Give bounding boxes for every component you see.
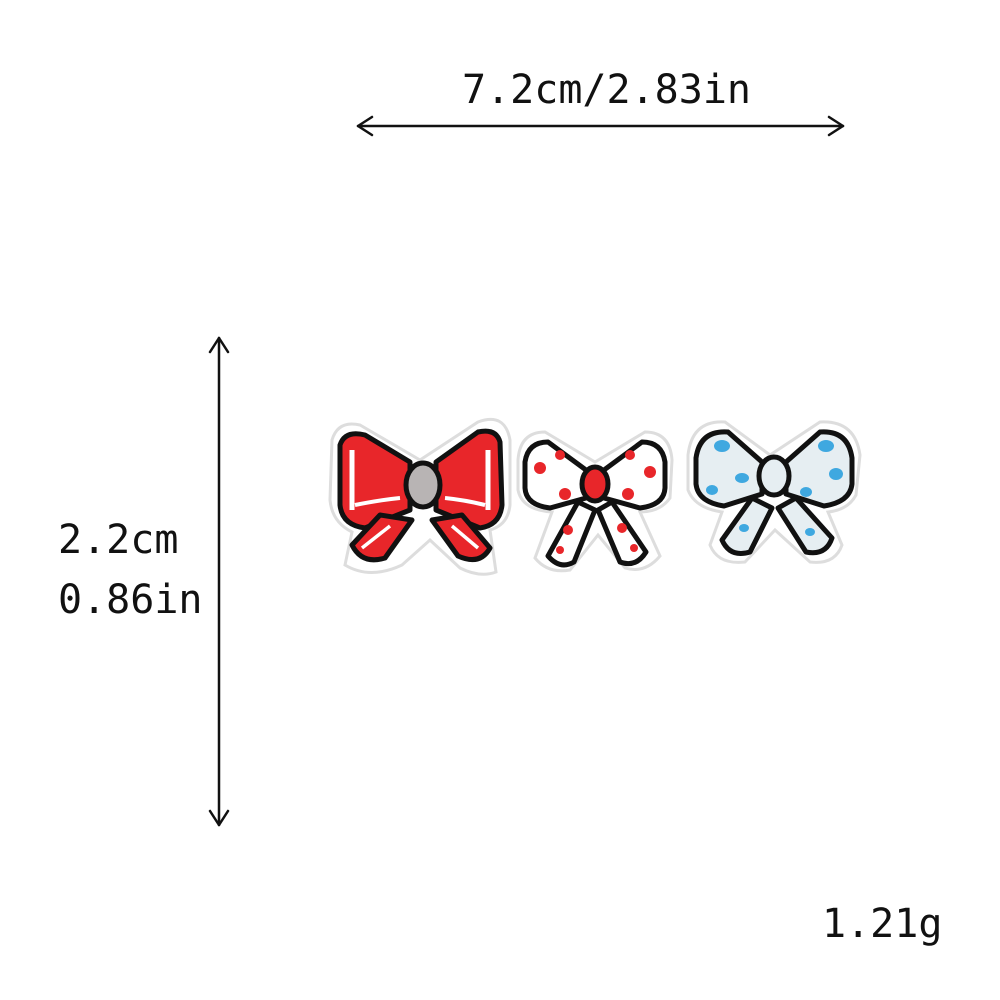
width-arrow (356, 115, 845, 137)
weight-label: 1.21g (822, 901, 943, 947)
red-striped-bow-icon (328, 417, 512, 576)
height-in-label: 0.86in (58, 577, 203, 623)
white-red-dot-bow-icon (516, 430, 674, 573)
width-label: 7.2cm/2.83in (462, 67, 751, 113)
light-blue-dot-bow-icon (686, 420, 862, 564)
height-cm-label: 2.2cm (58, 517, 179, 563)
height-arrow (208, 336, 230, 827)
